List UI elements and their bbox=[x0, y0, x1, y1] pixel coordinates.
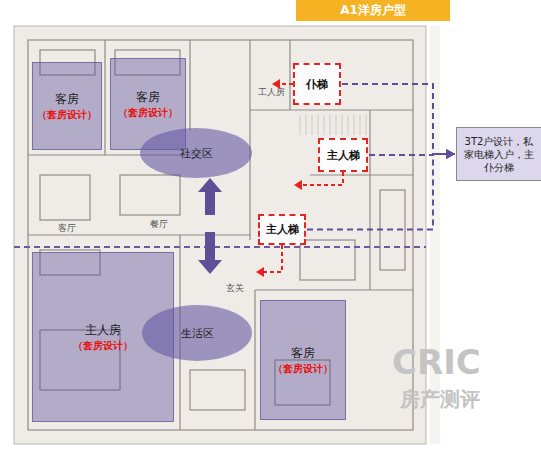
stair-step bbox=[366, 115, 367, 135]
arrow-head bbox=[446, 149, 455, 159]
elevator-box: 主人梯 bbox=[258, 214, 306, 245]
arrow-head bbox=[446, 149, 455, 159]
elevator-box: 主人梯 bbox=[318, 138, 368, 172]
room-note: （套房设计） bbox=[37, 108, 97, 122]
room-name: 客房 bbox=[136, 89, 160, 106]
elevator-box: 仆梯 bbox=[293, 63, 341, 105]
watermark: CRIC bbox=[392, 342, 481, 382]
note-box: 3T2户设计，私家电梯入户，主仆分梯 bbox=[456, 127, 541, 181]
stair-step bbox=[324, 115, 325, 135]
room-name: 主人房 bbox=[85, 322, 121, 339]
entry-arrowheads bbox=[256, 79, 302, 277]
room-note: （套房设计） bbox=[118, 106, 178, 120]
zone-name: 生活区 bbox=[181, 326, 214, 341]
walls bbox=[28, 40, 413, 430]
room-name: 客房 bbox=[55, 91, 79, 108]
plan-detail bbox=[300, 115, 366, 135]
elevator-name: 仆梯 bbox=[306, 77, 328, 92]
stair-step bbox=[312, 115, 313, 135]
room-overlay: 客房（套房设计） bbox=[32, 62, 102, 150]
room-overlay: 客房（套房设计） bbox=[260, 300, 346, 420]
title: A1洋房户型 bbox=[340, 2, 406, 19]
zone-ellipse: 生活区 bbox=[142, 305, 252, 361]
zone-name: 社交区 bbox=[180, 146, 213, 161]
room-note: （套房设计） bbox=[73, 339, 133, 353]
note-text: 3T2户设计，私家电梯入户，主仆分梯 bbox=[457, 133, 541, 176]
watermark: 房产测评 bbox=[400, 386, 480, 413]
zone-divider bbox=[14, 246, 426, 248]
zone-arrows bbox=[198, 178, 222, 274]
stair-step bbox=[342, 115, 343, 135]
room-label: 工人房 bbox=[258, 86, 285, 99]
elevator-name: 主人梯 bbox=[266, 222, 299, 237]
plan-ground bbox=[14, 26, 426, 444]
stair-step bbox=[336, 115, 337, 135]
zone-ellipse: 社交区 bbox=[140, 128, 252, 178]
stair-step bbox=[354, 115, 355, 135]
room-label: 餐厅 bbox=[150, 218, 168, 231]
stair-step bbox=[306, 115, 307, 135]
room-name: 客房 bbox=[291, 345, 315, 362]
stair-step bbox=[360, 115, 361, 135]
arrow-head bbox=[446, 149, 455, 159]
room-label: 玄关 bbox=[226, 282, 244, 295]
title-bar: A1洋房户型 bbox=[296, 0, 450, 21]
stair-step bbox=[330, 115, 331, 135]
room-label: 客厅 bbox=[58, 222, 76, 235]
stair-step bbox=[300, 115, 301, 135]
stair-step bbox=[318, 115, 319, 135]
room-note: （套房设计） bbox=[273, 362, 333, 376]
elevator-name: 主人梯 bbox=[327, 148, 360, 163]
stair-step bbox=[348, 115, 349, 135]
